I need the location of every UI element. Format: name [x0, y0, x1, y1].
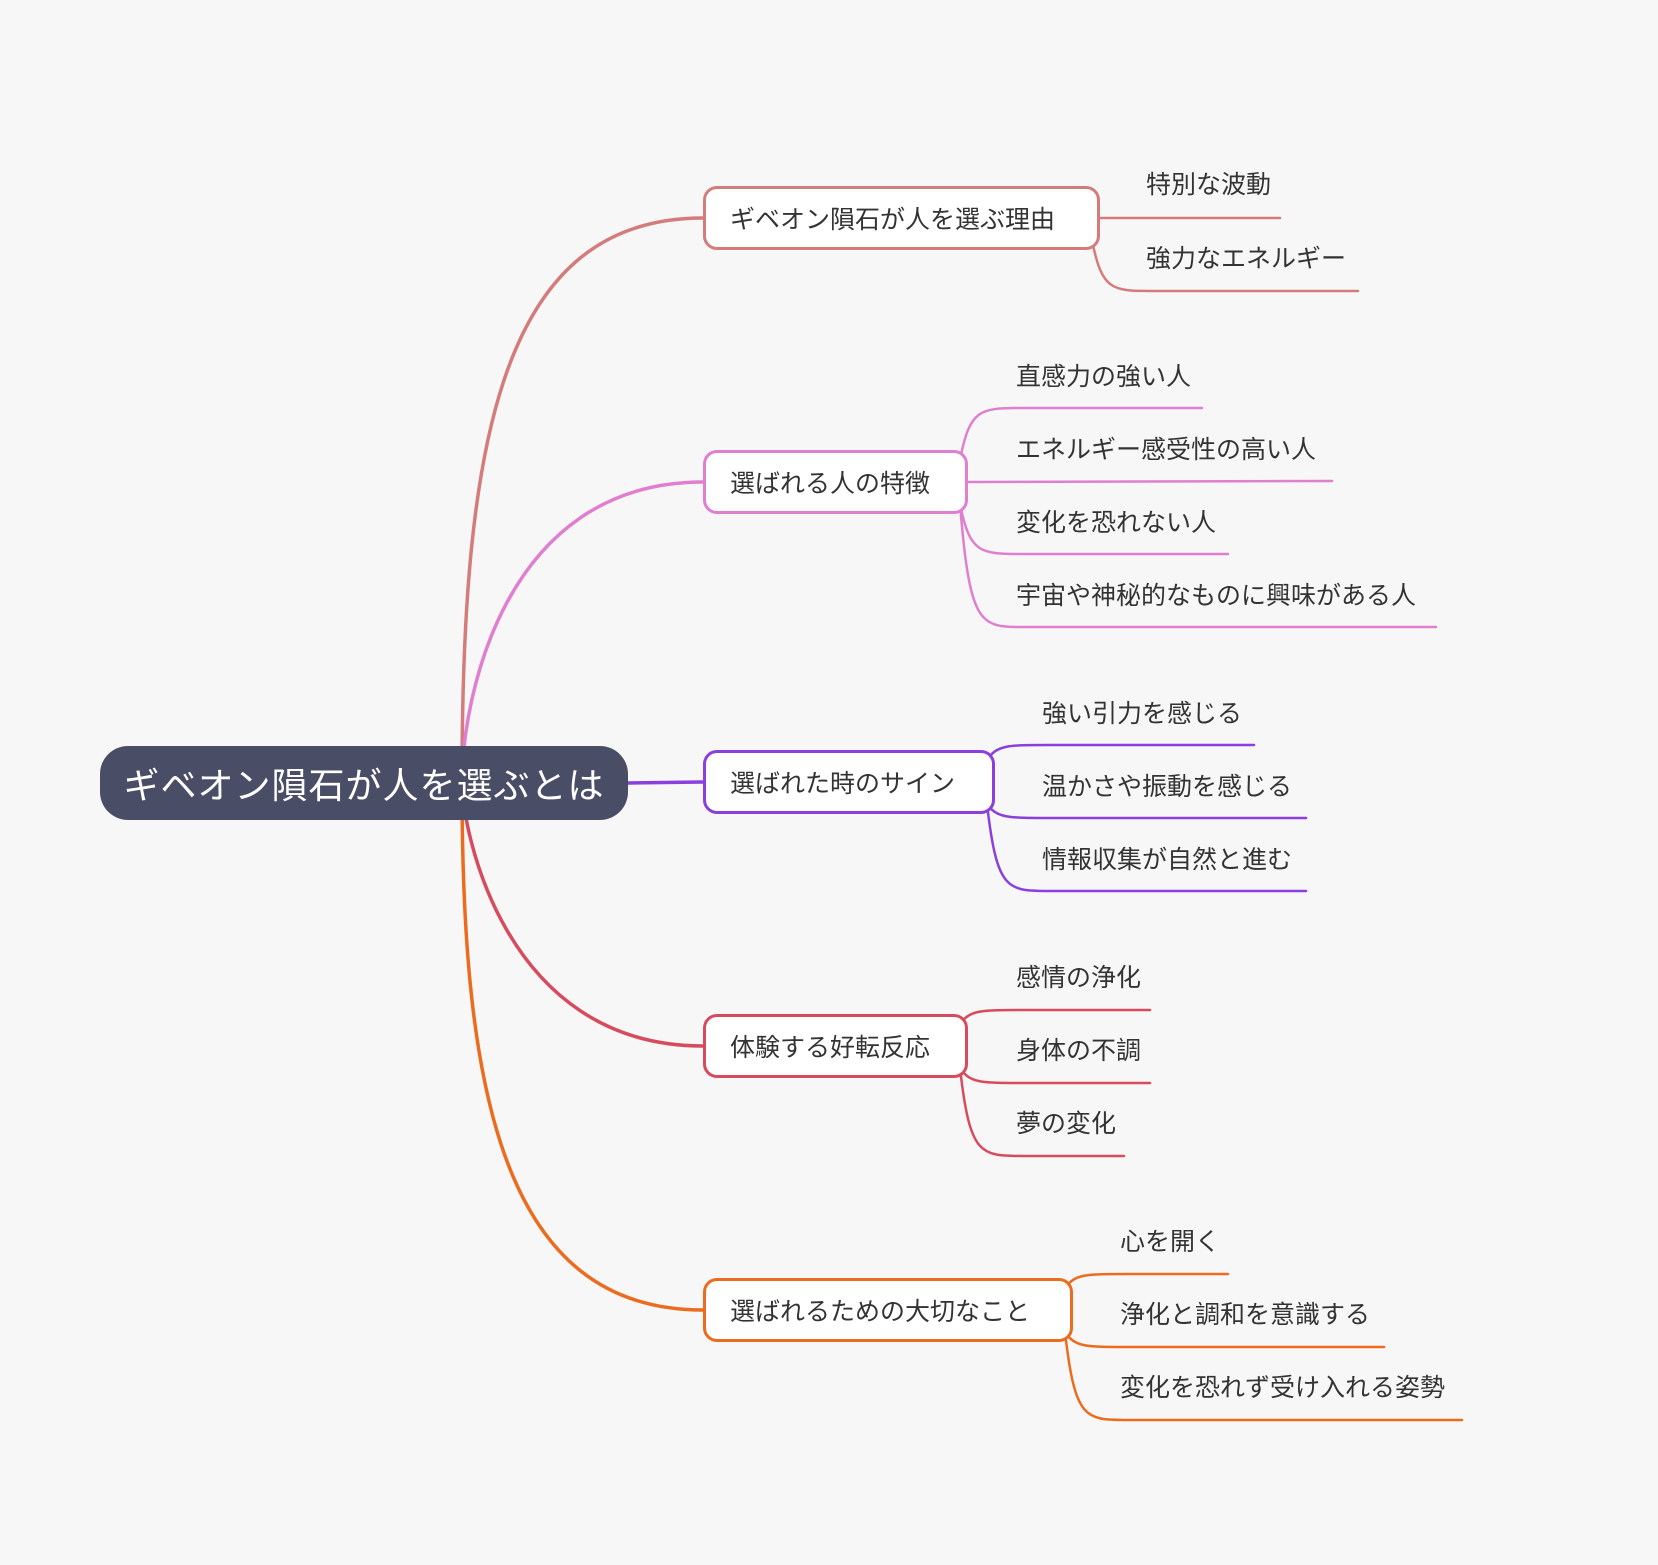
leaf-link-line [958, 1066, 1126, 1158]
leaf-node[interactable]: 夢の変化 [1016, 1109, 1117, 1138]
leaf-node[interactable]: 感情の浄化 [1016, 963, 1142, 992]
root-link-line [460, 781, 705, 1048]
root-link-line [460, 781, 705, 1312]
leaf-link-line [985, 743, 1256, 762]
leaf-link-line [985, 802, 1308, 893]
leaf-link-line [958, 406, 1204, 462]
leaf-node[interactable]: 心を開く [1120, 1227, 1221, 1256]
leaf-link-line [958, 1066, 1152, 1085]
leaf-node[interactable]: 直感力の強い人 [1016, 362, 1192, 391]
leaf-node[interactable]: 情報収集が自然と進む [1042, 845, 1293, 874]
branch-node-reactions[interactable]: 体験する好転反応 [703, 1014, 968, 1078]
leaf-link-line [1090, 238, 1360, 293]
leaf-node[interactable]: 温かさや振動を感じる [1042, 772, 1293, 801]
leaf-link-line [1063, 1330, 1386, 1349]
leaf-node[interactable]: 変化を恐れず受け入れる姿勢 [1120, 1373, 1446, 1402]
leaf-node[interactable]: 特別な波動 [1146, 170, 1272, 199]
branch-node-traits[interactable]: 選ばれる人の特徴 [703, 450, 968, 514]
leaf-link-line [958, 502, 1438, 629]
root-link-line [626, 780, 705, 785]
leaf-link-line [1063, 1272, 1230, 1290]
leaf-node[interactable]: 宇宙や神秘的なものに興味がある人 [1016, 581, 1417, 610]
leaf-node[interactable]: 強い引力を感じる [1042, 699, 1243, 728]
leaf-link-line [1063, 1330, 1464, 1422]
root-node[interactable]: ギベオン隕石が人を選ぶとは [100, 746, 628, 820]
branch-node-reason[interactable]: ギベオン隕石が人を選ぶ理由 [703, 186, 1100, 250]
leaf-node[interactable]: エネルギー感受性の高い人 [1016, 435, 1317, 464]
leaf-link-line [958, 1008, 1152, 1026]
branch-node-important[interactable]: 選ばれるための大切なこと [703, 1278, 1073, 1342]
leaf-link-line [958, 502, 1230, 556]
leaf-node[interactable]: 変化を恐れない人 [1016, 508, 1217, 537]
leaf-node[interactable]: 浄化と調和を意識する [1120, 1300, 1371, 1329]
leaf-node[interactable]: 身体の不調 [1016, 1036, 1142, 1065]
branch-node-signs[interactable]: 選ばれた時のサイン [703, 750, 995, 814]
root-link-line [460, 480, 705, 785]
leaf-link-line [985, 802, 1308, 820]
leaf-node[interactable]: 強力なエネルギー [1146, 244, 1347, 273]
leaf-link-line [966, 479, 1334, 484]
root-link-line [460, 216, 705, 785]
